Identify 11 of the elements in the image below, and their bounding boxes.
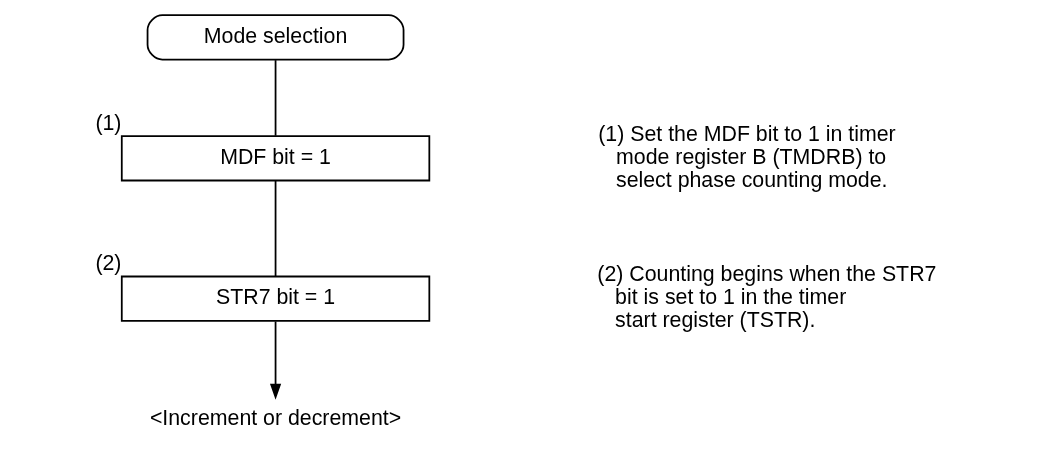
- label: (2) Counting begins when the STR7 bit is set to 1 in the timer start register (TSTR).: [596, 262, 936, 333]
- node-box: STR7 bit = 1: [120, 275, 430, 322]
- node-box: MDF bit = 1: [120, 135, 430, 182]
- node-label: (2): [94, 251, 121, 276]
- node-box: Mode selection: [146, 14, 404, 61]
- arrow: [269, 320, 281, 400]
- connector: [274, 179, 276, 278]
- label: (1) Set the MDF bit to 1 in timer mode register B (TMDRB) to select phase counting mode.: [597, 121, 896, 192]
- connector: [274, 59, 276, 137]
- node-text: <Increment or decrement>: [149, 406, 401, 431]
- node-label: (1): [94, 111, 121, 136]
